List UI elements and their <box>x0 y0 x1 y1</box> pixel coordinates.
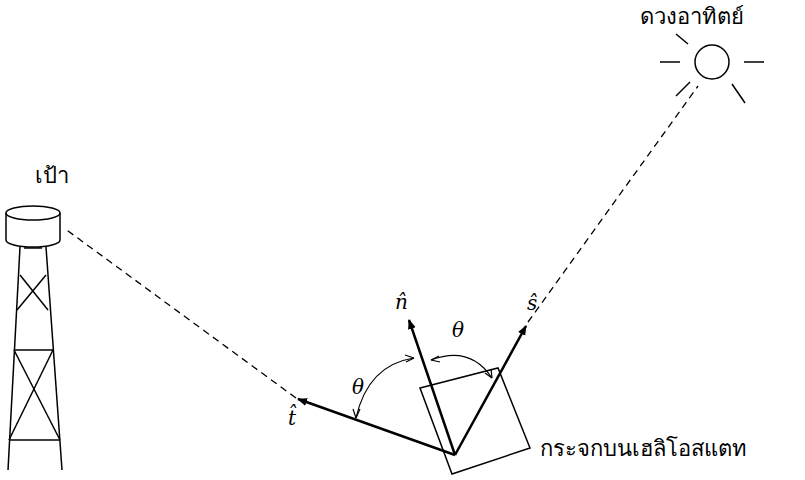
unit-vectors <box>298 320 526 455</box>
sun-symbol <box>660 34 764 103</box>
target-tower <box>6 206 62 470</box>
target-label: เป้า <box>35 163 69 189</box>
angle-symbol: θ <box>452 318 464 342</box>
target-ray <box>64 228 296 398</box>
sun-ray <box>528 86 698 322</box>
sun-label: ดวงอาทิตย์ <box>640 4 744 30</box>
vector-symbol: t̂ <box>288 406 296 430</box>
mirror-label: กระจกบนเฮลิโอสแตท <box>540 436 747 462</box>
angle-symbol: θ <box>352 375 364 399</box>
vector-symbol: ŝ <box>527 291 537 315</box>
vector-symbol: n̂ <box>395 290 408 314</box>
angle-arcs <box>353 355 492 418</box>
